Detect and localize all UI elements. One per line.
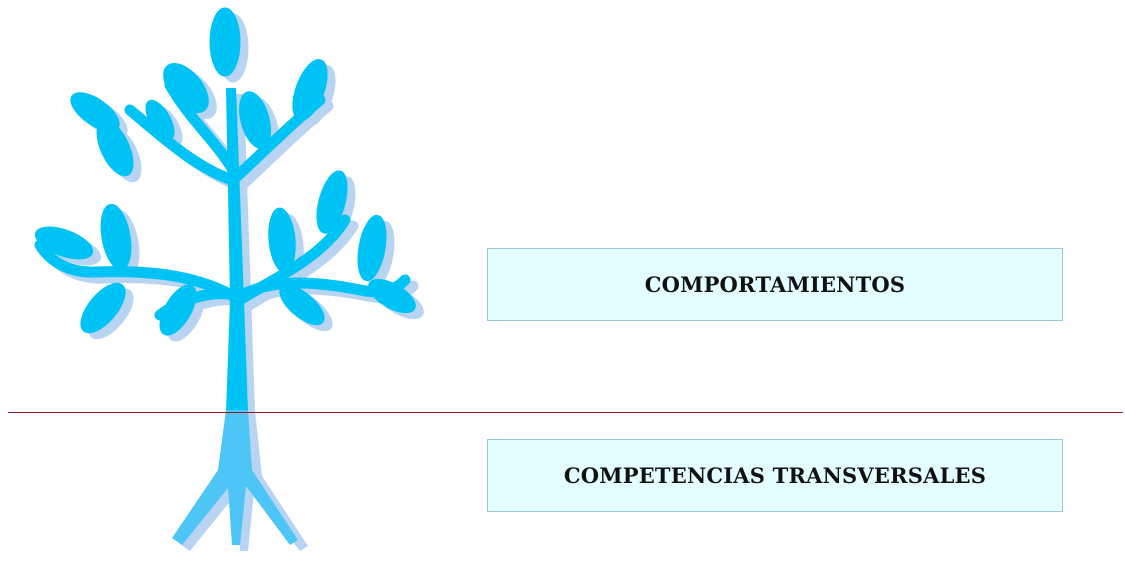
ground-divider-line [8, 412, 1123, 413]
tree-front [34, 7, 416, 545]
transversal-competencies-box: COMPETENCIAS TRANSVERSALES [487, 439, 1063, 512]
behaviors-box: COMPORTAMIENTOS [487, 248, 1063, 321]
tree-illustration [34, 7, 424, 551]
behaviors-label: COMPORTAMIENTOS [644, 272, 906, 297]
transversal-competencies-label: COMPETENCIAS TRANSVERSALES [563, 463, 987, 488]
